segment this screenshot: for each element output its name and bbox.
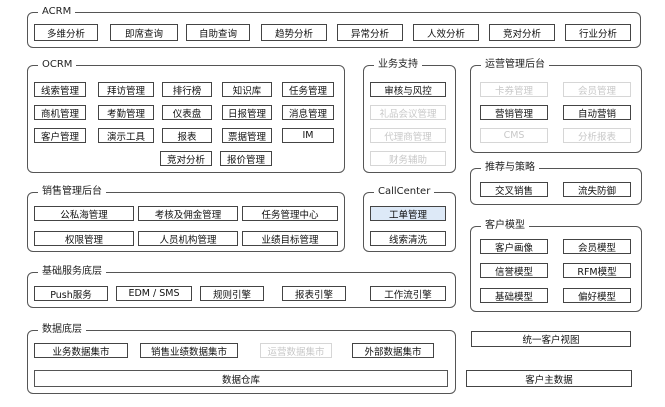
data-layer-title: 数据底层 bbox=[38, 323, 86, 337]
sales-performance-targets[interactable]: 业绩目标管理 bbox=[242, 231, 338, 246]
recommend-title: 推荐与策略 bbox=[481, 161, 539, 175]
recommend-group: 推荐与策略 bbox=[470, 161, 642, 205]
business-support-group: 业务支持 bbox=[363, 58, 456, 173]
svc-report-engine[interactable]: 报表引擎 bbox=[282, 286, 346, 301]
cc-lead-cleaning[interactable]: 线索清洗 bbox=[370, 231, 446, 246]
sales-task-center[interactable]: 任务管理中心 bbox=[242, 206, 338, 221]
acrm-industry-analysis[interactable]: 行业分析 bbox=[565, 24, 631, 41]
unified-customer-view[interactable]: 统一客户视图 bbox=[471, 331, 631, 347]
ops-marketing-management[interactable]: 营销管理 bbox=[480, 105, 548, 120]
base-services-group: 基础服务底层 bbox=[27, 265, 456, 308]
cc-ticket-management[interactable]: 工单管理 bbox=[370, 206, 446, 221]
data-external-mart[interactable]: 外部数据集市 bbox=[352, 343, 434, 358]
ocrm-knowledge-base[interactable]: 知识库 bbox=[222, 82, 272, 97]
acrm-anomaly-analysis[interactable]: 异常分析 bbox=[337, 24, 403, 41]
acrm-efficiency-analysis[interactable]: 人效分析 bbox=[413, 24, 479, 41]
acrm-adhoc-query[interactable]: 即席查询 bbox=[110, 24, 178, 41]
svc-rule-engine[interactable]: 规则引擎 bbox=[200, 286, 264, 301]
ocrm-task-management[interactable]: 任务管理 bbox=[282, 82, 334, 97]
business-support-title: 业务支持 bbox=[374, 58, 422, 72]
bs-gift-meeting-management[interactable]: 礼品会议管理 bbox=[370, 105, 446, 120]
rec-churn-prevention[interactable]: 流失防御 bbox=[563, 182, 631, 197]
acrm-competitor-analysis[interactable]: 竞对分析 bbox=[489, 24, 555, 41]
ops-auto-marketing[interactable]: 自动营销 bbox=[563, 105, 631, 120]
ops-backend-title: 运营管理后台 bbox=[481, 58, 549, 72]
cm-customer-profile[interactable]: 客户画像 bbox=[480, 239, 548, 254]
ocrm-competitor-analysis[interactable]: 竞对分析 bbox=[160, 151, 212, 166]
ocrm-visit-management[interactable]: 拜访管理 bbox=[98, 82, 154, 97]
svc-edm-sms[interactable]: EDM / SMS bbox=[116, 286, 192, 301]
cm-preference-model[interactable]: 偏好模型 bbox=[563, 288, 631, 303]
sales-commission-management[interactable]: 考核及佣金管理 bbox=[138, 206, 238, 221]
acrm-multidim-analysis[interactable]: 多维分析 bbox=[34, 24, 98, 41]
data-layer-group: 数据底层 bbox=[27, 323, 456, 394]
bs-finance-assist[interactable]: 财务辅助 bbox=[370, 151, 446, 166]
ops-coupon-management[interactable]: 卡券管理 bbox=[480, 82, 548, 97]
cm-base-model[interactable]: 基础模型 bbox=[480, 288, 548, 303]
ocrm-invoice-management[interactable]: 票据管理 bbox=[222, 128, 272, 143]
ops-analysis-reports[interactable]: 分析报表 bbox=[563, 128, 631, 143]
cm-credit-model[interactable]: 信誉模型 bbox=[480, 263, 548, 278]
cm-member-model[interactable]: 会员模型 bbox=[563, 239, 631, 254]
ocrm-quote-management[interactable]: 报价管理 bbox=[220, 151, 272, 166]
data-business-mart[interactable]: 业务数据集市 bbox=[34, 343, 128, 358]
bs-agent-management[interactable]: 代理商管理 bbox=[370, 128, 446, 143]
callcenter-title: CallCenter bbox=[374, 185, 435, 199]
ocrm-im[interactable]: IM bbox=[282, 128, 334, 143]
ocrm-opportunity-management[interactable]: 商机管理 bbox=[34, 105, 86, 120]
ocrm-lead-management[interactable]: 线索管理 bbox=[34, 82, 86, 97]
rec-cross-selling[interactable]: 交叉销售 bbox=[480, 182, 548, 197]
customer-model-title: 客户模型 bbox=[481, 219, 529, 233]
base-services-title: 基础服务底层 bbox=[38, 265, 106, 279]
data-ops-mart[interactable]: 运营数据集市 bbox=[260, 343, 332, 358]
ocrm-dashboard[interactable]: 仪表盘 bbox=[162, 105, 212, 120]
customer-master-data[interactable]: 客户主数据 bbox=[466, 370, 632, 387]
sales-org-management[interactable]: 人员机构管理 bbox=[138, 231, 238, 246]
sales-backend-title: 销售管理后台 bbox=[38, 185, 106, 199]
ocrm-group: OCRM bbox=[27, 58, 345, 173]
ocrm-attendance-management[interactable]: 考勤管理 bbox=[98, 105, 154, 120]
ops-backend-group: 运营管理后台 bbox=[470, 58, 642, 153]
ocrm-title: OCRM bbox=[38, 58, 77, 72]
ocrm-message-management[interactable]: 消息管理 bbox=[282, 105, 334, 120]
data-sales-mart[interactable]: 销售业绩数据集市 bbox=[140, 343, 238, 358]
ocrm-demo-tools[interactable]: 演示工具 bbox=[98, 128, 154, 143]
customer-model-group: 客户模型 bbox=[470, 219, 642, 312]
svc-workflow-engine[interactable]: 工作流引擎 bbox=[370, 286, 446, 301]
acrm-group: ACRM bbox=[27, 5, 641, 48]
sales-backend-group: 销售管理后台 bbox=[27, 185, 345, 252]
sales-permission-management[interactable]: 权限管理 bbox=[34, 231, 134, 246]
ops-member-management[interactable]: 会员管理 bbox=[563, 82, 631, 97]
sales-pool-management[interactable]: 公私海管理 bbox=[34, 206, 134, 221]
acrm-title: ACRM bbox=[38, 5, 76, 19]
acrm-trend-analysis[interactable]: 趋势分析 bbox=[261, 24, 327, 41]
callcenter-group: CallCenter bbox=[363, 185, 456, 252]
ocrm-daily-report[interactable]: 日报管理 bbox=[222, 105, 272, 120]
ocrm-reports[interactable]: 报表 bbox=[162, 128, 212, 143]
svc-push[interactable]: Push服务 bbox=[34, 286, 108, 301]
bs-review-risk-control[interactable]: 审核与风控 bbox=[370, 82, 446, 97]
acrm-self-query[interactable]: 自助查询 bbox=[186, 24, 250, 41]
ops-cms[interactable]: CMS bbox=[480, 128, 548, 143]
ocrm-customer-management[interactable]: 客户管理 bbox=[34, 128, 86, 143]
ocrm-leaderboard[interactable]: 排行榜 bbox=[162, 82, 212, 97]
cm-rfm-model[interactable]: RFM模型 bbox=[563, 263, 631, 278]
data-warehouse[interactable]: 数据仓库 bbox=[34, 370, 448, 387]
